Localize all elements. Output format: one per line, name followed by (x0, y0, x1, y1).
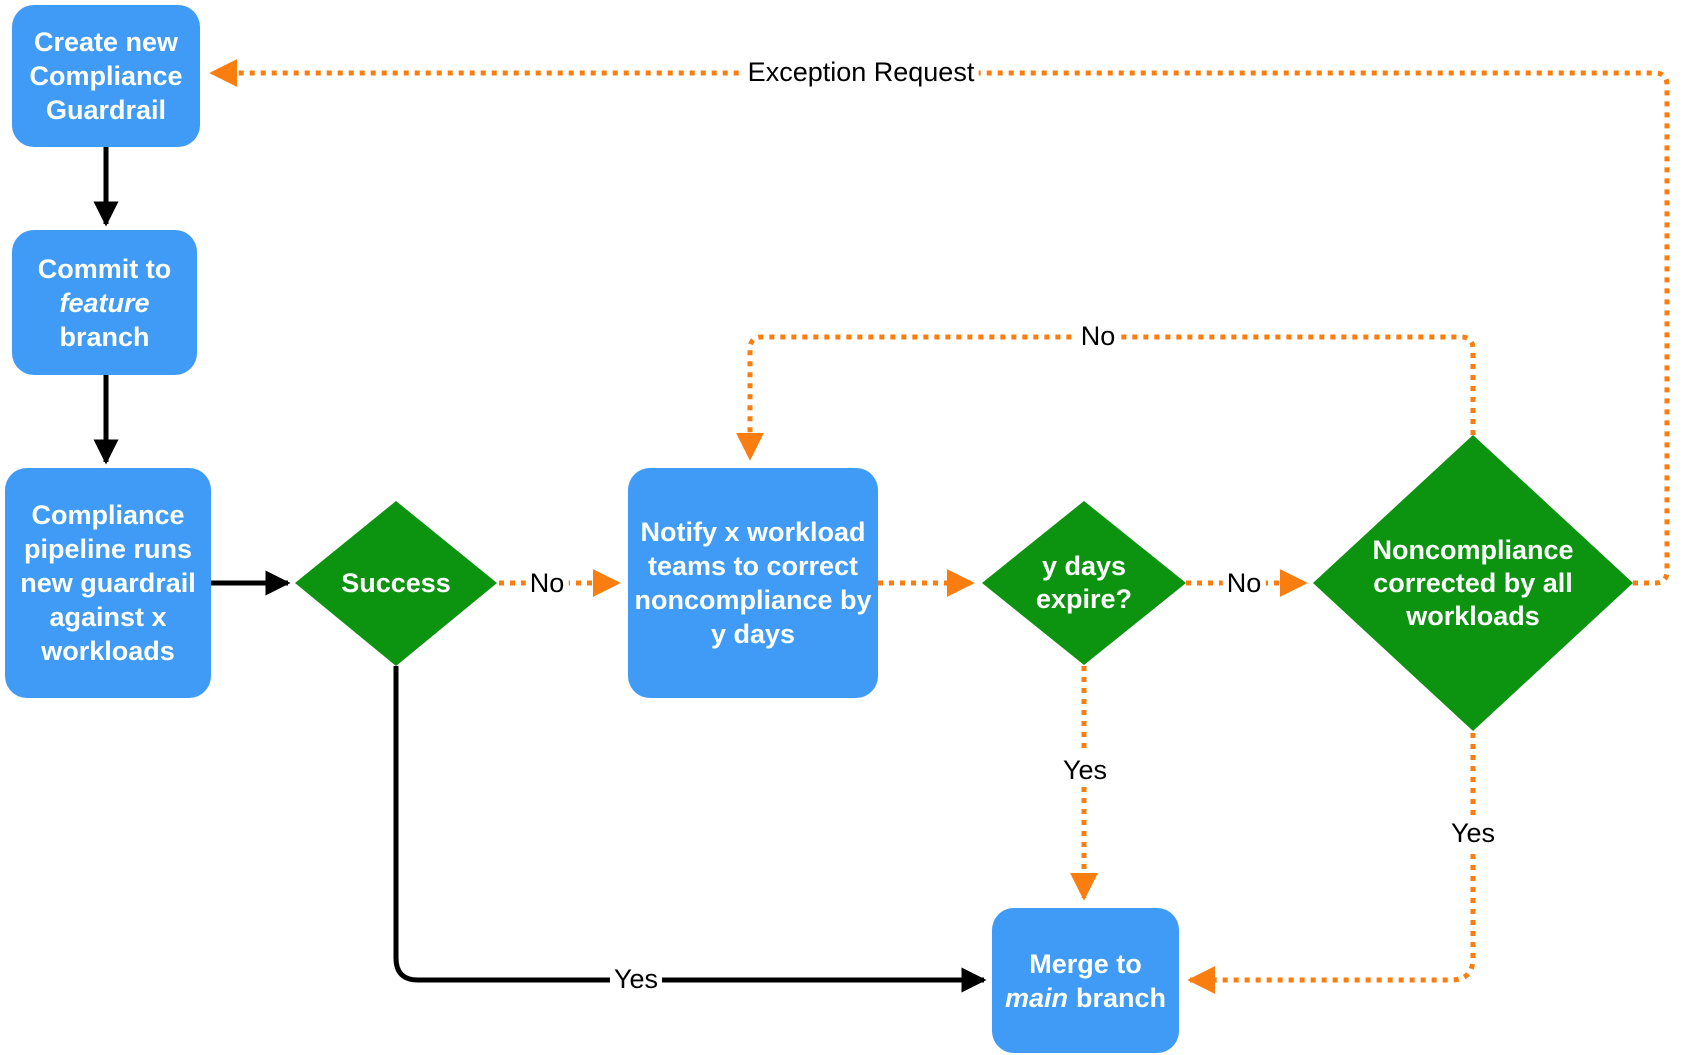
edge-noncompliance-no-loop-to-notify (736, 334, 1476, 461)
node-line: Compliance (31, 500, 185, 530)
node-line: Compliance (29, 61, 183, 91)
label-success-yes: Yes (609, 963, 663, 995)
node-line: y days (710, 619, 796, 649)
node-compliance-pipeline: Compliance pipeline runs new guardrail a… (5, 468, 211, 698)
node-line-italic: feature (59, 287, 150, 318)
node-line: Merge to (1029, 948, 1142, 979)
label-success-no: No (525, 567, 569, 599)
node-line: branch (59, 321, 150, 352)
edge-noncompliance-yes-to-merge (1187, 733, 1476, 994)
decision-noncompliance-corrected-shape (1313, 435, 1633, 731)
node-line: Commit to (37, 253, 172, 284)
label-ydays-yes: Yes (1058, 754, 1112, 786)
node-line: new guardrail (20, 568, 196, 598)
node-line: Guardrail (45, 95, 167, 125)
node-notify-workload-teams: Notify x workload teams to correct nonco… (628, 468, 878, 698)
node-create-guardrail: Create new Compliance Guardrail (12, 5, 200, 147)
edge-exception-request (209, 59, 1670, 586)
node-line: Notify x workload (640, 517, 866, 547)
label-exception-request: Exception Request (743, 56, 979, 88)
decision-ydays-expire-shape (982, 501, 1186, 665)
node-line: workloads (41, 636, 175, 666)
node-line-italic: main (1004, 982, 1068, 1013)
node-line: pipeline runs (23, 534, 193, 564)
node-line: noncompliance by (634, 585, 872, 615)
node-line: Create new (33, 27, 179, 57)
node-merge-main-branch: Merge to main branch (992, 908, 1179, 1053)
node-line: main branch (1005, 981, 1166, 1015)
node-line: branch (1076, 982, 1167, 1013)
label-ydays-no: No (1222, 567, 1266, 599)
label-noncompliance-yes: Yes (1446, 817, 1500, 849)
node-line: against x (49, 602, 167, 632)
label-noncompliance-no: No (1076, 320, 1120, 352)
node-line: teams to correct (647, 551, 859, 581)
edge-success-yes-to-merge (393, 666, 987, 993)
decision-success-shape (295, 501, 497, 666)
node-commit-feature-branch: Commit to feature branch (12, 230, 197, 375)
